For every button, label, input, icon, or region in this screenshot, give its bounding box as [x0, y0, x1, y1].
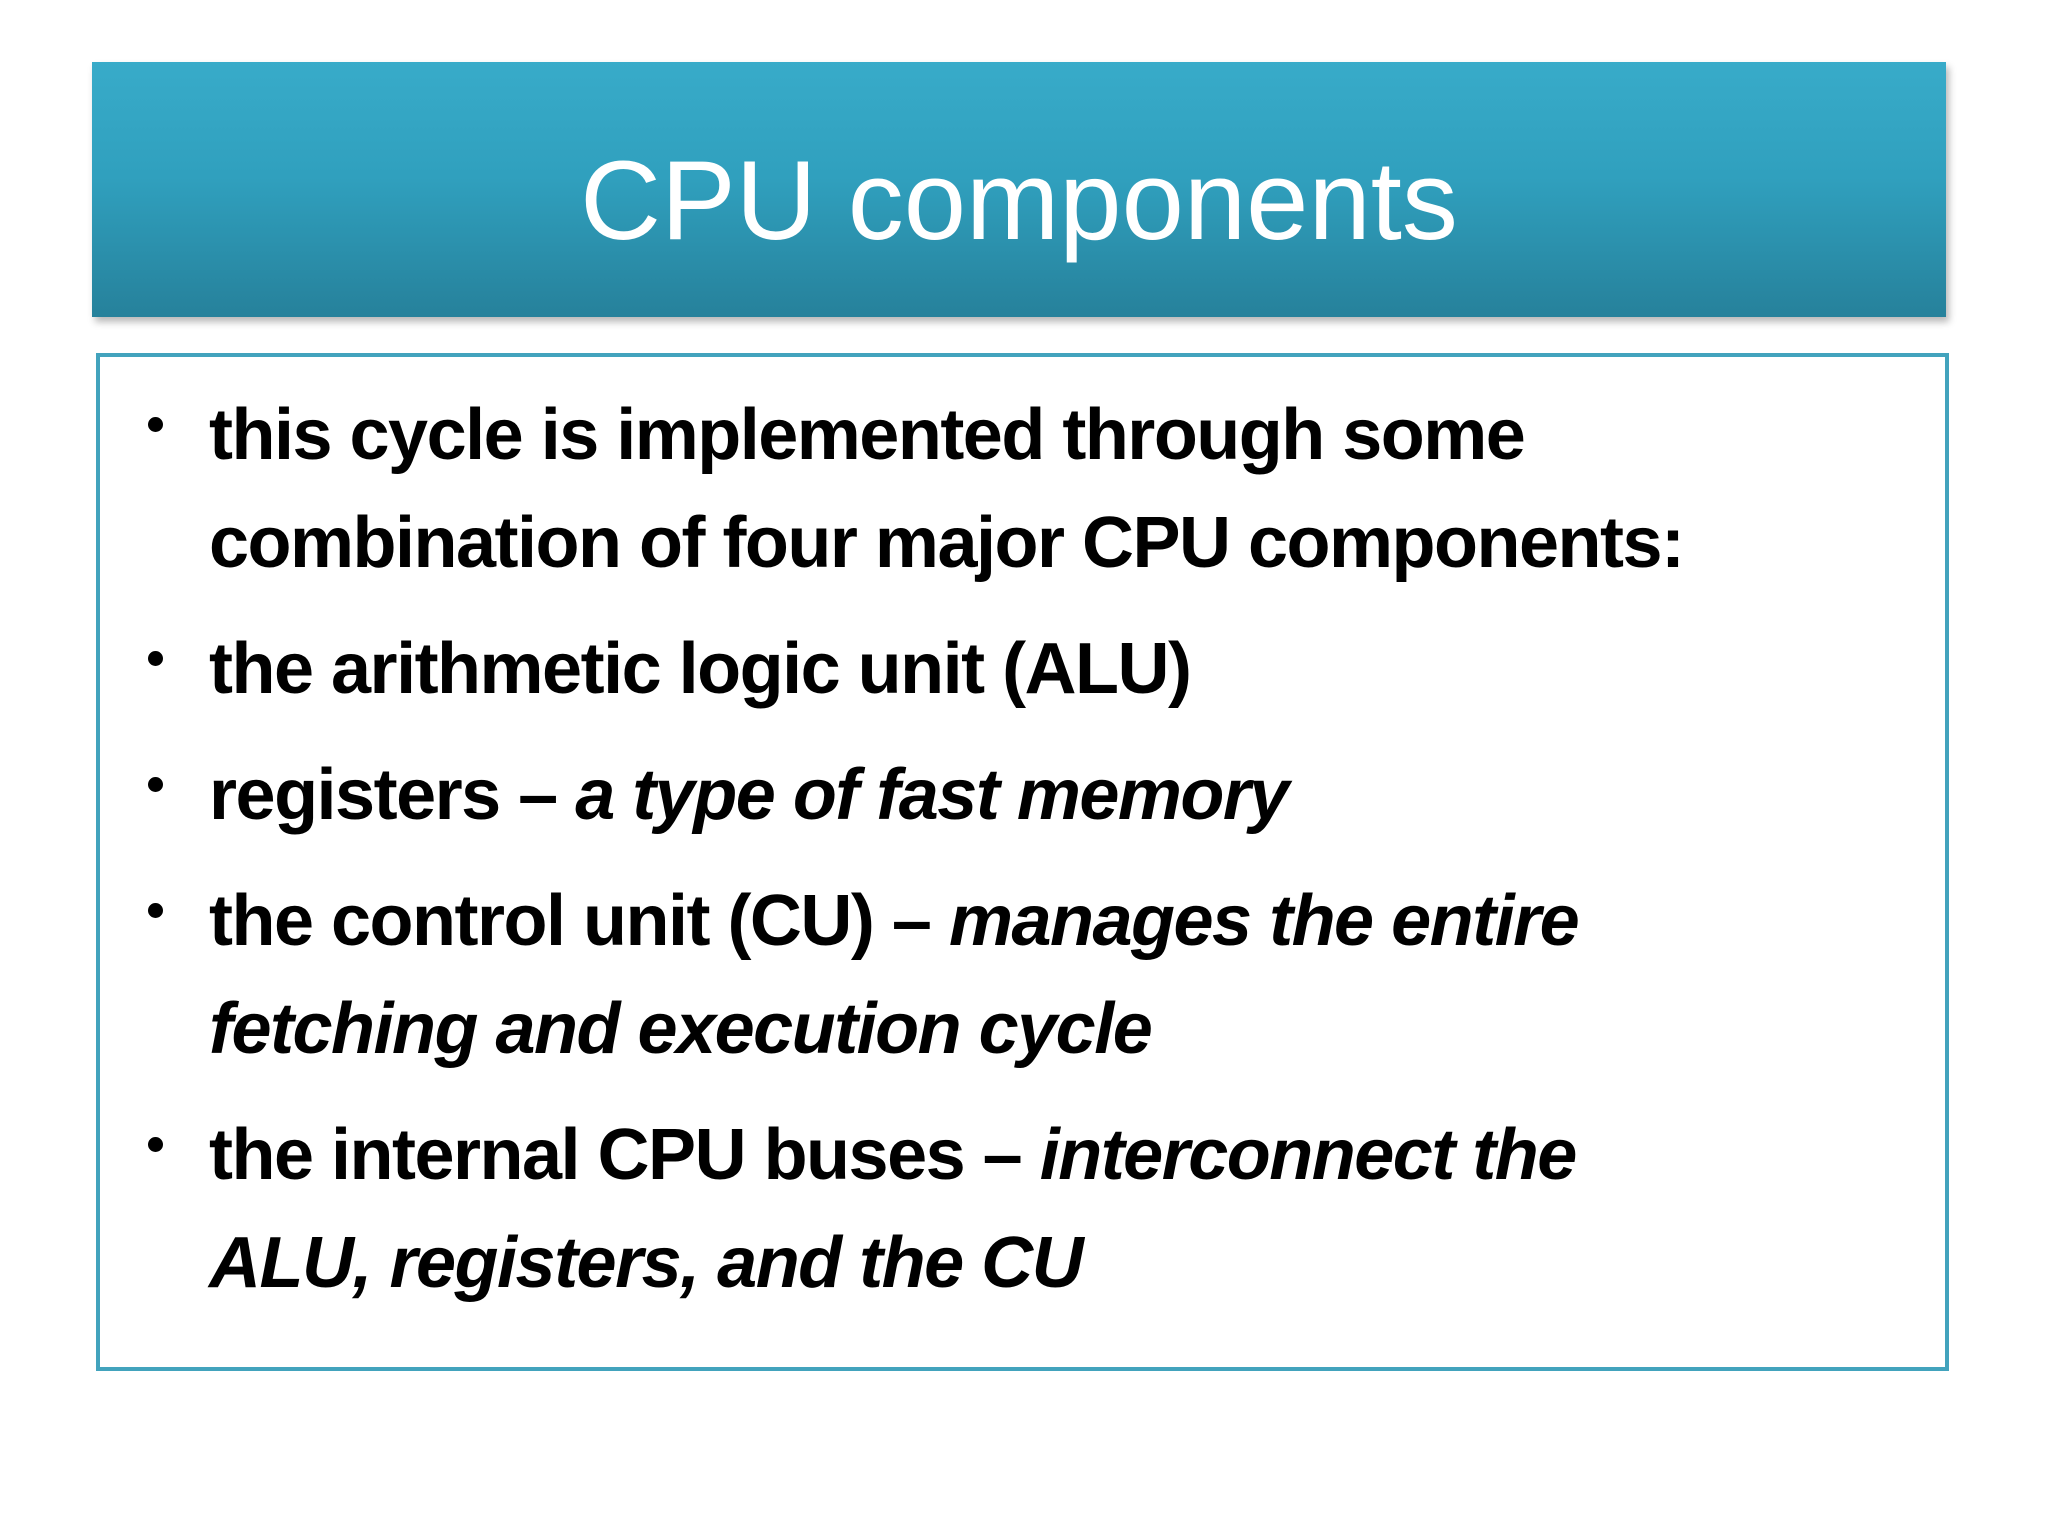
bullet-text: the arithmetic logic unit (ALU): [209, 629, 1192, 709]
bullet-text: the internal CPU buses –: [209, 1115, 1040, 1195]
bullet-line: registers – a type of fast memory: [209, 741, 1909, 849]
bullet-line: ALU, registers, and the CU: [209, 1209, 1909, 1317]
bullet-line: this cycle is implemented through some: [209, 381, 1909, 489]
title-bar: CPU components: [92, 62, 1946, 317]
bullet-line: combination of four major CPU components…: [209, 489, 1909, 597]
bullet-line: the control unit (CU) – manages the enti…: [209, 867, 1909, 975]
slide-title: CPU components: [580, 137, 1458, 263]
bullet-list: this cycle is implemented through some co…: [146, 381, 1909, 1317]
bullet-line: the internal CPU buses – interconnect th…: [209, 1101, 1909, 1209]
content-box: this cycle is implemented through some co…: [96, 353, 1949, 1371]
bullet-line: the arithmetic logic unit (ALU): [209, 615, 1909, 723]
bullet-text-italic: fetching and execution cycle: [209, 989, 1153, 1069]
bullet-text-italic: a type of fast memory: [575, 755, 1289, 835]
bullet-text: combination of four major CPU components…: [209, 503, 1685, 583]
bullet-text: this cycle is implemented through some: [209, 395, 1526, 475]
bullet-item: registers – a type of fast memory: [146, 741, 1909, 849]
bullet-item: the control unit (CU) – manages the enti…: [146, 867, 1909, 1083]
bullet-text-italic: interconnect the: [1039, 1115, 1578, 1195]
bullet-text-italic: ALU, registers, and the CU: [209, 1223, 1084, 1303]
bullet-item: the arithmetic logic unit (ALU): [146, 615, 1909, 723]
bullet-item: this cycle is implemented through some co…: [146, 381, 1909, 597]
bullet-line: fetching and execution cycle: [209, 975, 1909, 1083]
bullet-item: the internal CPU buses – interconnect th…: [146, 1101, 1909, 1317]
bullet-text: the control unit (CU) –: [209, 881, 949, 961]
bullet-text-italic: manages the entire: [948, 881, 1580, 961]
bullet-text: registers –: [209, 755, 576, 835]
